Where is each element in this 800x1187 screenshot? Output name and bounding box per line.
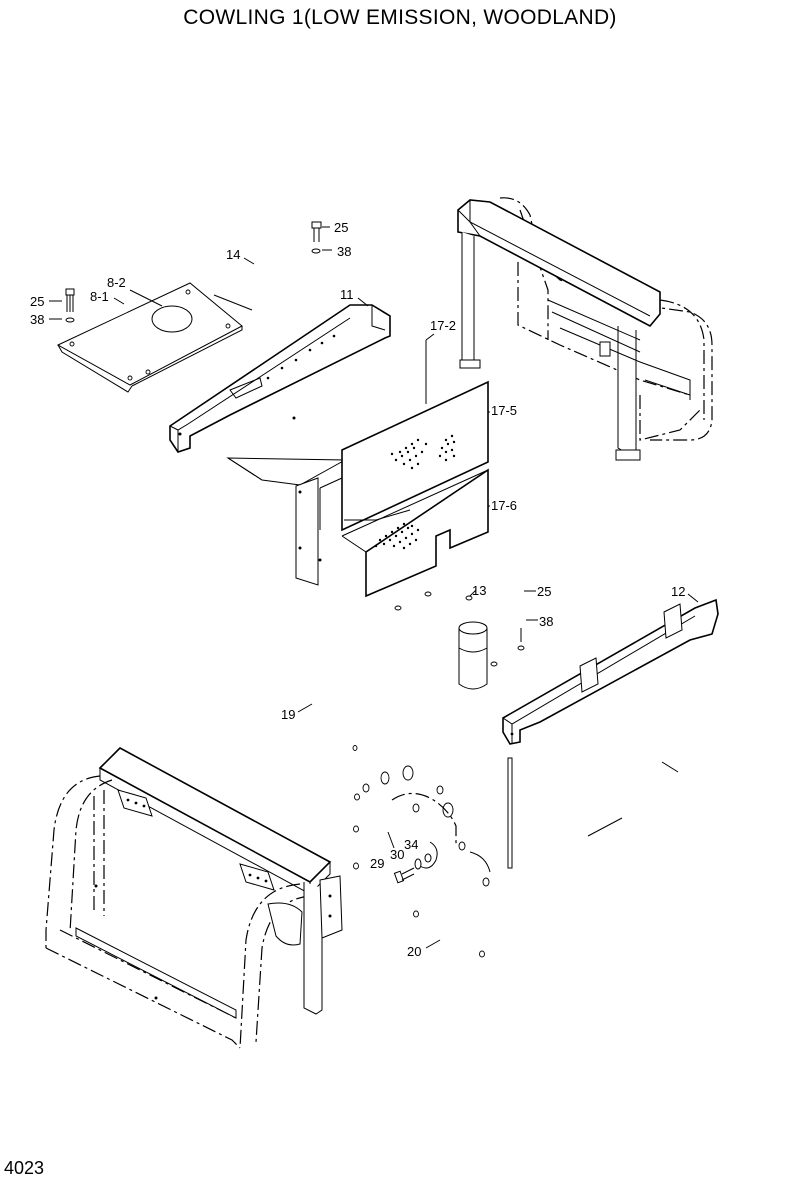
lower-bracket [226,457,347,586]
callout-8-1: 8-1 [90,289,109,304]
callout-17-5: 17-5 [491,403,517,418]
callout-38-left: 38 [30,312,44,327]
callout-34: 34 [404,837,418,852]
callout-17-2: 17-2 [430,318,456,333]
callout-25-left: 25 [30,294,44,309]
top-cover-plate [56,282,243,393]
callout-25-top: 25 [334,220,348,235]
callout-14: 14 [226,247,240,262]
callout-17-6: 17-6 [491,498,517,513]
bolt-and-washer-top [311,221,322,254]
perforation-pattern [374,434,456,550]
page-title: COWLING 1(LOW EMISSION, WOODLAND) [183,6,617,29]
callout-38-right: 38 [539,614,553,629]
rear-frame [457,197,713,461]
callout-12: 12 [671,584,685,599]
front-frame [45,747,343,1049]
loose-fasteners [394,591,525,667]
callout-19: 19 [281,707,295,722]
leader-lines [49,226,699,949]
cross-member-11 [169,304,391,453]
exhaust-pipe-13 [458,621,488,690]
callout-20: 20 [407,944,421,959]
callout-38-top: 38 [337,244,351,259]
callout-29: 29 [370,856,384,871]
bolt-and-washer-left [65,288,75,323]
callout-11: 11 [340,287,354,302]
mounting-bracket-20 [352,745,513,958]
callout-labels: 25 38 14 11 8-2 8-1 25 38 17-2 17-5 17-6… [30,220,685,959]
callout-25-right: 25 [537,584,551,599]
page-number: 4023 [4,1158,45,1178]
callout-8-2: 8-2 [107,275,126,290]
cross-member-12 [502,598,719,745]
perforated-panels [319,380,489,598]
callout-13: 13 [472,583,486,598]
callout-30: 30 [390,847,404,862]
